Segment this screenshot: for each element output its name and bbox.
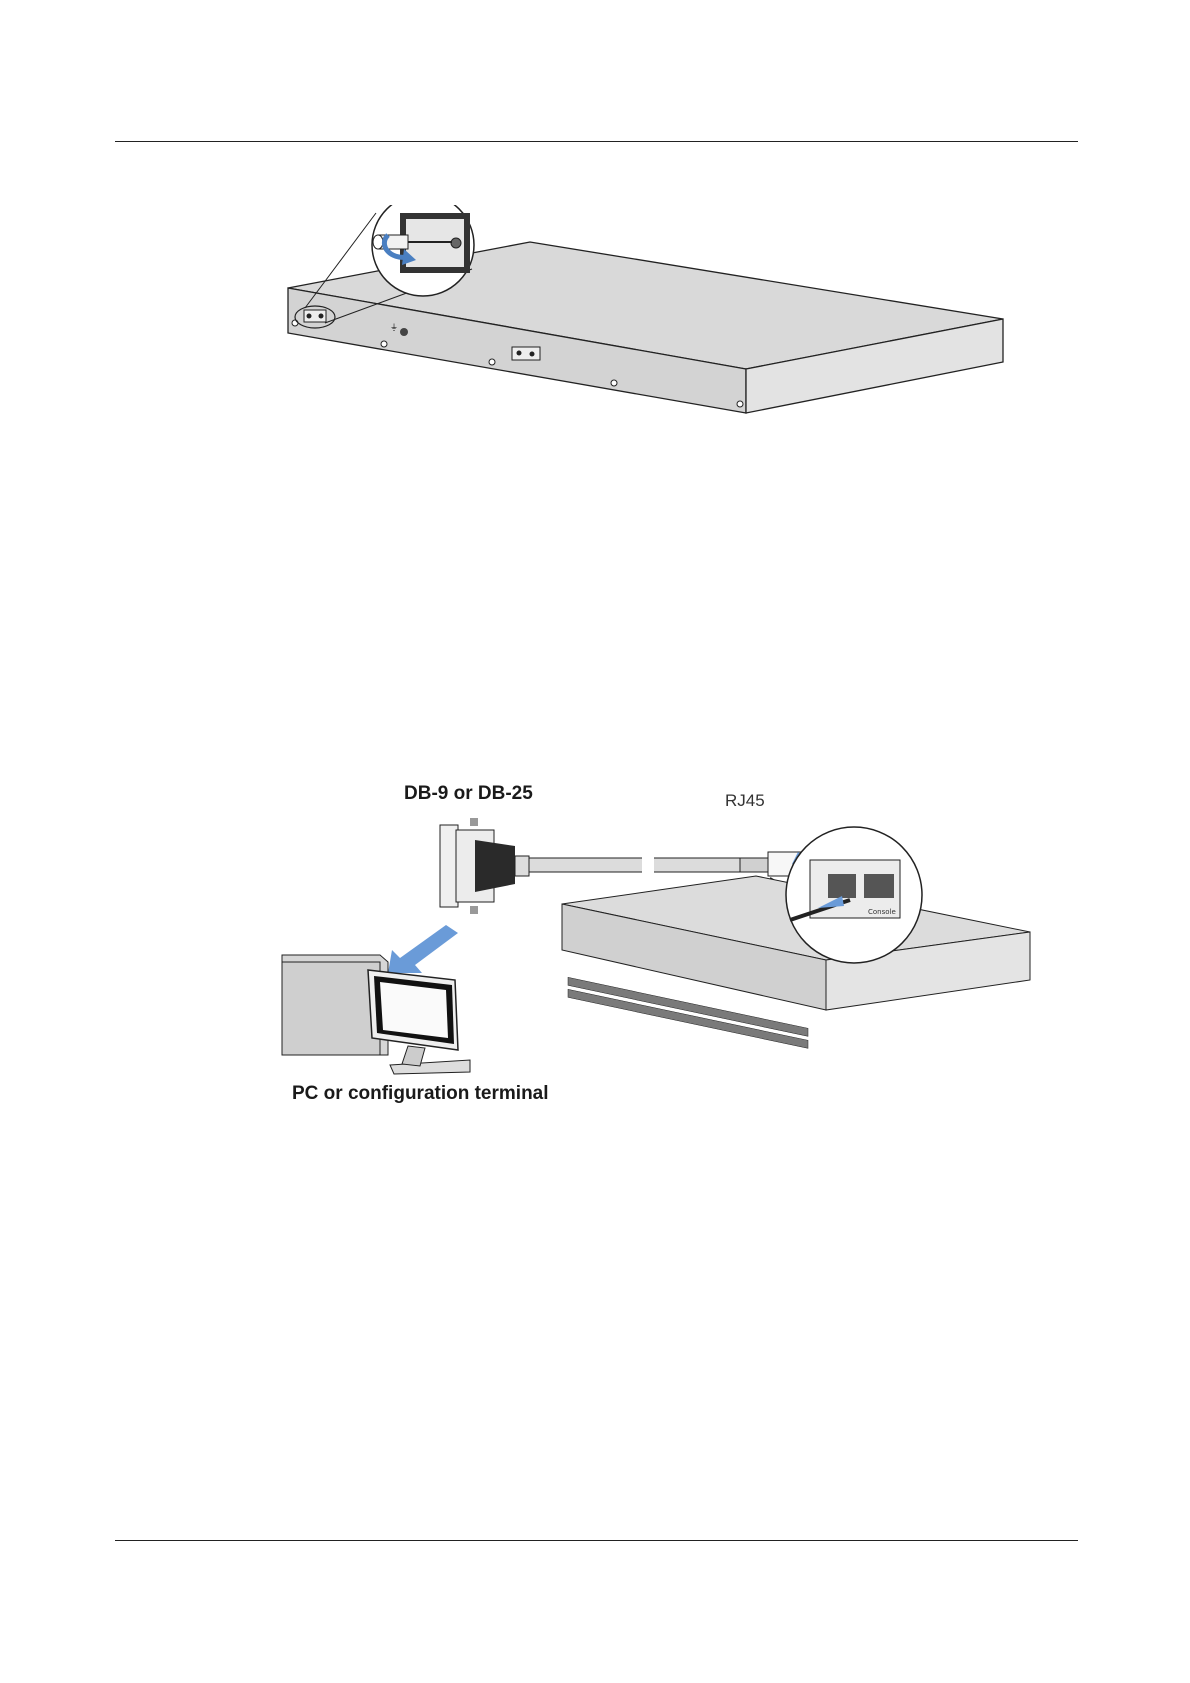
pc-label: PC or configuration terminal xyxy=(292,1083,549,1105)
db-connector xyxy=(440,818,529,914)
header-rule xyxy=(115,141,1078,142)
switch-grounding-figure: ⏚ xyxy=(280,205,1020,425)
connector-label: DB-9 or DB-25 xyxy=(404,783,533,805)
svg-text:Console: Console xyxy=(868,908,896,916)
rj45-label: RJ45 xyxy=(725,791,765,811)
svg-text:⏚: ⏚ xyxy=(390,323,398,332)
console-connection-figure: Console xyxy=(270,810,1060,1090)
arrow-to-pc-icon xyxy=(388,925,458,973)
pc-icon xyxy=(282,955,470,1074)
footer-rule xyxy=(115,1540,1078,1541)
